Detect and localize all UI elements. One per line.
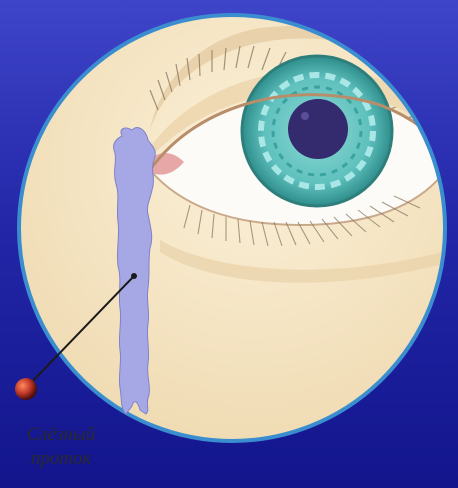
skin-area: [19, 15, 445, 441]
duct-label-line2: проток: [6, 448, 116, 470]
pointer-dot: [15, 378, 37, 400]
duct-label-line1: Слёзный: [6, 424, 116, 446]
pupil: [288, 99, 348, 159]
pointer-anchor: [131, 273, 137, 279]
pupil-highlight: [301, 112, 309, 120]
